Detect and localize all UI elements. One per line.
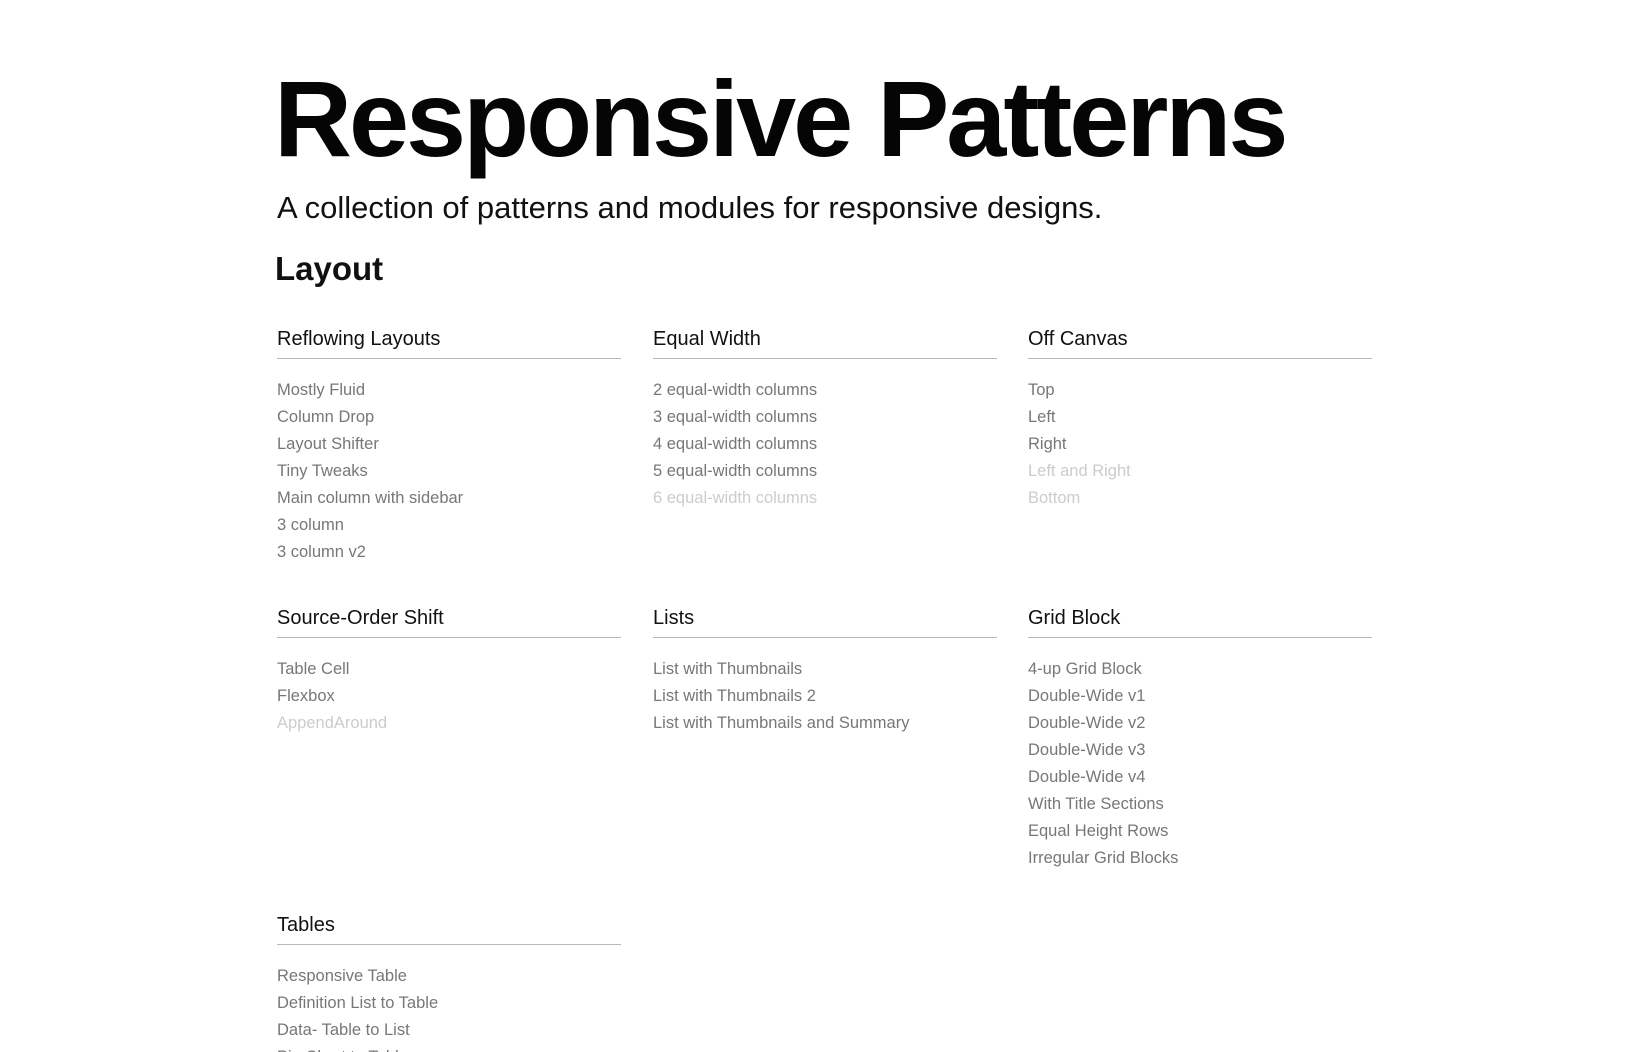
pattern-link-left-and-right: Left and Right [1028, 462, 1131, 480]
pattern-link-bottom: Bottom [1028, 489, 1081, 507]
pattern-link-2-equal-width-columns[interactable]: 2 equal-width columns [653, 381, 818, 399]
pattern-link-main-column-with-sidebar[interactable]: Main column with sidebar [277, 489, 464, 507]
pattern-link-3-column-v2[interactable]: 3 column v2 [277, 543, 366, 561]
pattern-link-with-title-sections[interactable]: With Title Sections [1028, 795, 1164, 813]
pattern-link-double-wide-v3[interactable]: Double-Wide v3 [1028, 741, 1146, 759]
group-title: Equal Width [653, 325, 997, 359]
pattern-link-list-with-thumbnails-and-summary[interactable]: List with Thumbnails and Summary [653, 714, 910, 732]
pattern-link-double-wide-v1[interactable]: Double-Wide v1 [1028, 687, 1146, 705]
pattern-list: 2 equal-width columns 3 equal-width colum… [653, 359, 997, 512]
pattern-link-double-wide-v2[interactable]: Double-Wide v2 [1028, 714, 1146, 732]
pattern-link-responsive-table[interactable]: Responsive Table [277, 967, 407, 985]
pattern-link-equal-height-rows[interactable]: Equal Height Rows [1028, 822, 1169, 840]
pattern-link-flexbox[interactable]: Flexbox [277, 687, 335, 705]
pattern-link-data-table-to-list[interactable]: Data- Table to List [277, 1021, 410, 1039]
pattern-link-irregular-grid-blocks[interactable]: Irregular Grid Blocks [1028, 849, 1179, 867]
group-title: Tables [277, 911, 621, 945]
pattern-link-3-column[interactable]: 3 column [277, 516, 344, 534]
pattern-link-table-cell[interactable]: Table Cell [277, 660, 350, 678]
pattern-link-column-drop[interactable]: Column Drop [277, 408, 375, 426]
pattern-link-list-with-thumbnails-2[interactable]: List with Thumbnails 2 [653, 687, 816, 705]
group-title: Reflowing Layouts [277, 325, 621, 359]
page-subtitle: A collection of patterns and modules for… [277, 190, 1103, 225]
section-title-layout: Layout [275, 250, 384, 287]
pattern-link-left[interactable]: Left [1028, 408, 1056, 426]
pattern-link-double-wide-v4[interactable]: Double-Wide v4 [1028, 768, 1146, 786]
pattern-link-top[interactable]: Top [1028, 381, 1055, 399]
group-title: Off Canvas [1028, 325, 1372, 359]
group-title: Grid Block [1028, 604, 1372, 638]
group-title: Source-Order Shift [277, 604, 621, 638]
pattern-link-mostly-fluid[interactable]: Mostly Fluid [277, 381, 366, 399]
pattern-link-right[interactable]: Right [1028, 435, 1067, 453]
pattern-link-definition-list-to-table[interactable]: Definition List to Table [277, 994, 439, 1012]
pattern-link-layout-shifter[interactable]: Layout Shifter [277, 435, 379, 453]
pattern-link-6-equal-width-columns: 6 equal-width columns [653, 489, 818, 507]
group-title: Lists [653, 604, 997, 638]
pattern-link-pie-chart-to-table[interactable]: Pie Chart to Table [277, 1044, 621, 1052]
pattern-link-tiny-tweaks[interactable]: Tiny Tweaks [277, 462, 368, 480]
group-equal-width: Equal Width 2 equal-width columns 3 equal… [653, 325, 997, 512]
pattern-link-4-up-grid-block[interactable]: 4-up Grid Block [1028, 660, 1142, 678]
pattern-link-appendaround: AppendAround [277, 714, 388, 732]
pattern-link-5-equal-width-columns[interactable]: 5 equal-width columns [653, 462, 818, 480]
page-title: Responsive Patterns [274, 58, 1288, 179]
pattern-link-4-equal-width-columns[interactable]: 4 equal-width columns [653, 435, 818, 453]
pattern-link-list-with-thumbnails[interactable]: List with Thumbnails [653, 660, 803, 678]
pattern-link-3-equal-width-columns[interactable]: 3 equal-width columns [653, 408, 818, 426]
